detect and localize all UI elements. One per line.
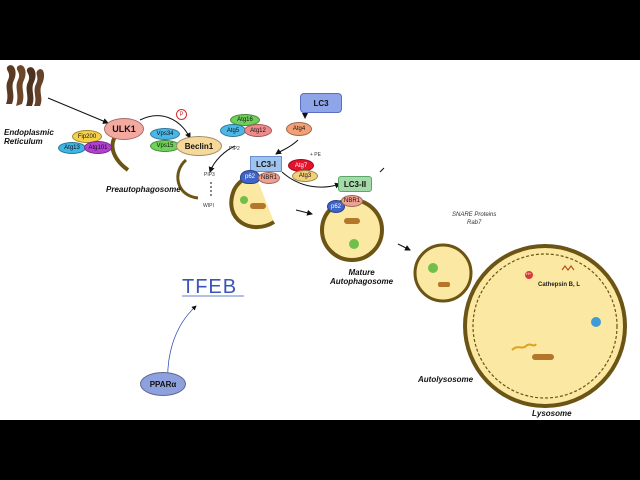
h-plus-ion (525, 271, 533, 279)
cargo-mitochondrion-1 (250, 203, 266, 209)
autolysosome-label: Autolysosome (418, 375, 474, 384)
preautophagosome-label: Preautophagosome (106, 185, 181, 194)
endoplasmic-reticulum-shape (6, 65, 45, 106)
h-plus-label: H+ (526, 271, 532, 276)
cargo-protein-1 (240, 196, 248, 204)
cathepsin-label: Cathepsin B, L (538, 282, 581, 288)
er-label: Endoplasmic Reticulum (4, 128, 54, 146)
lc3-ii-node: LC3-II (338, 176, 372, 192)
autolysosome-cargo (428, 263, 438, 273)
beclin1-node: Beclin1 (176, 136, 222, 156)
atg16-node: Atg16 (230, 114, 260, 126)
arrow-er-to-ulk1 (47, 97, 109, 124)
autolysosome-shape (413, 243, 473, 303)
vps34-node: Vps34 (150, 128, 180, 140)
arrow-to-mature (295, 209, 313, 216)
arrow-ulk1-to-beclin1 (139, 115, 191, 139)
cargo-mitochondrion-2 (344, 218, 360, 224)
nbr1-node-1: NBR1 (258, 172, 280, 184)
phagophore-membrane-2 (176, 158, 199, 200)
ppar-alpha-node: PPARα (140, 372, 186, 396)
arrow-pip2-to-pip3 (208, 145, 236, 173)
degraded-protein-1 (591, 317, 601, 327)
degraded-mitochondrion (532, 354, 554, 360)
pe-label: + PE (310, 152, 321, 158)
lysosome-label: Lysosome (532, 409, 572, 418)
ulk1-node: ULK1 (104, 118, 144, 140)
lc3-i-node: LC3-I (250, 156, 282, 172)
atg12-node: Atg12 (244, 124, 272, 137)
atg13-node: Atg13 (58, 142, 86, 154)
lysosome-shape (463, 244, 627, 408)
phosphate-marker: P (176, 109, 187, 120)
atg101-node: Atg101 (84, 141, 112, 154)
snare-label: SNARE Proteins Rab7 (452, 212, 497, 226)
wipi-label: WIPI (203, 203, 214, 209)
atg5-node: Atg5 (220, 124, 246, 137)
nbr1-node-2: NBR1 (341, 195, 363, 207)
atg4-node: Atg4 (286, 122, 312, 136)
cathepsin-mark (561, 265, 575, 271)
arrow-lc3i-to-lc3ii (281, 171, 341, 189)
p62-node-1: p62 (240, 170, 260, 184)
arrow-to-autolysosome (397, 243, 411, 251)
pip3-label: PIP3 (204, 172, 215, 178)
pencil-mark (379, 167, 385, 173)
autolysosome-mitochondrion (438, 282, 450, 287)
atg3-node: Atg3 (292, 170, 318, 182)
p62-node-2: p62 (327, 200, 345, 213)
diagram-canvas: Endoplasmic Reticulum Preautophagosome M… (0, 60, 640, 420)
cargo-protein-2 (349, 239, 359, 249)
lysosome-inner-membrane (472, 253, 618, 399)
mature-autophagosome-label: Mature Autophagosome (330, 268, 394, 286)
lc3-node: LC3 (300, 93, 342, 113)
tfeb-label: TFEB (182, 276, 238, 298)
diagram-graphics (6, 65, 627, 408)
arrow-atg4-to-lc3i (275, 139, 299, 155)
pip2-label: PIP2 (229, 146, 240, 152)
degraded-peptide (511, 343, 537, 351)
